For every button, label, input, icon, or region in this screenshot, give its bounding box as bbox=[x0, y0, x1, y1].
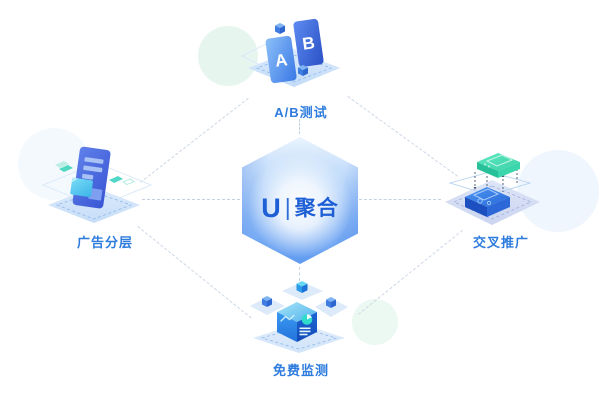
card-a: A bbox=[265, 35, 297, 84]
card-a-letter: A bbox=[274, 50, 289, 71]
brand-divider: | bbox=[284, 194, 291, 221]
brand-name: 聚合 bbox=[294, 197, 339, 221]
teal-chip-back bbox=[55, 161, 69, 168]
decor-circle-mint-bottom bbox=[352, 299, 398, 345]
connector-left-bottom bbox=[137, 226, 252, 319]
analytics-cube bbox=[277, 302, 317, 342]
connector-left-top bbox=[140, 97, 249, 183]
connector-bottom-right bbox=[358, 229, 463, 315]
label-cross-promotion: 交叉推广 bbox=[472, 235, 529, 250]
document-layers-icon bbox=[41, 146, 153, 223]
connector-center-right bbox=[359, 199, 441, 200]
label-free-monitoring: 免费监测 bbox=[272, 363, 329, 378]
feature-free-monitoring bbox=[236, 276, 366, 376]
center-cube: U | 聚合 bbox=[242, 137, 358, 264]
decor-circle-mint-top bbox=[198, 26, 258, 86]
teal-slab bbox=[477, 153, 520, 178]
pie-chart bbox=[301, 314, 313, 325]
label-ab-test: A/B测试 bbox=[274, 105, 328, 120]
blue-slab bbox=[465, 187, 510, 217]
mini-cube bbox=[275, 23, 285, 34]
connector-top-center bbox=[299, 119, 300, 134]
label-ad-layering: 广告分层 bbox=[76, 235, 133, 250]
brand-letter: U bbox=[261, 193, 281, 224]
line-chart bbox=[280, 314, 295, 322]
mini-cube bbox=[262, 296, 272, 307]
report-lines bbox=[299, 327, 311, 336]
decor-circle-blue-right bbox=[517, 150, 599, 232]
chip-outline bbox=[122, 178, 135, 185]
cyan-card bbox=[70, 177, 93, 198]
ab-cards-icon: B A bbox=[240, 18, 340, 87]
platform-dashed-border bbox=[55, 191, 133, 220]
connector-left-center bbox=[142, 199, 240, 200]
connector-center-bottom bbox=[299, 267, 300, 281]
stacked-boxes-icon bbox=[445, 153, 540, 225]
mini-cube bbox=[296, 281, 308, 293]
feature-ad-layering bbox=[35, 138, 155, 238]
teal-chip-right bbox=[109, 176, 123, 183]
arrow-down bbox=[473, 187, 477, 190]
feature-cross-promotion bbox=[425, 142, 555, 242]
mini-cube bbox=[326, 297, 336, 308]
analytics-cube-icon bbox=[250, 281, 348, 353]
exchange-arrows bbox=[474, 169, 518, 194]
card-b: B bbox=[293, 18, 324, 67]
card-b-letter: B bbox=[301, 33, 316, 54]
platform-dashed-border bbox=[255, 54, 333, 83]
mini-cube bbox=[298, 65, 308, 76]
feature-ab-test: B A bbox=[230, 6, 350, 106]
brand-logo: U | 聚合 bbox=[242, 195, 358, 222]
teal-chip-front bbox=[59, 165, 73, 172]
platform-dashed-border bbox=[260, 326, 338, 350]
